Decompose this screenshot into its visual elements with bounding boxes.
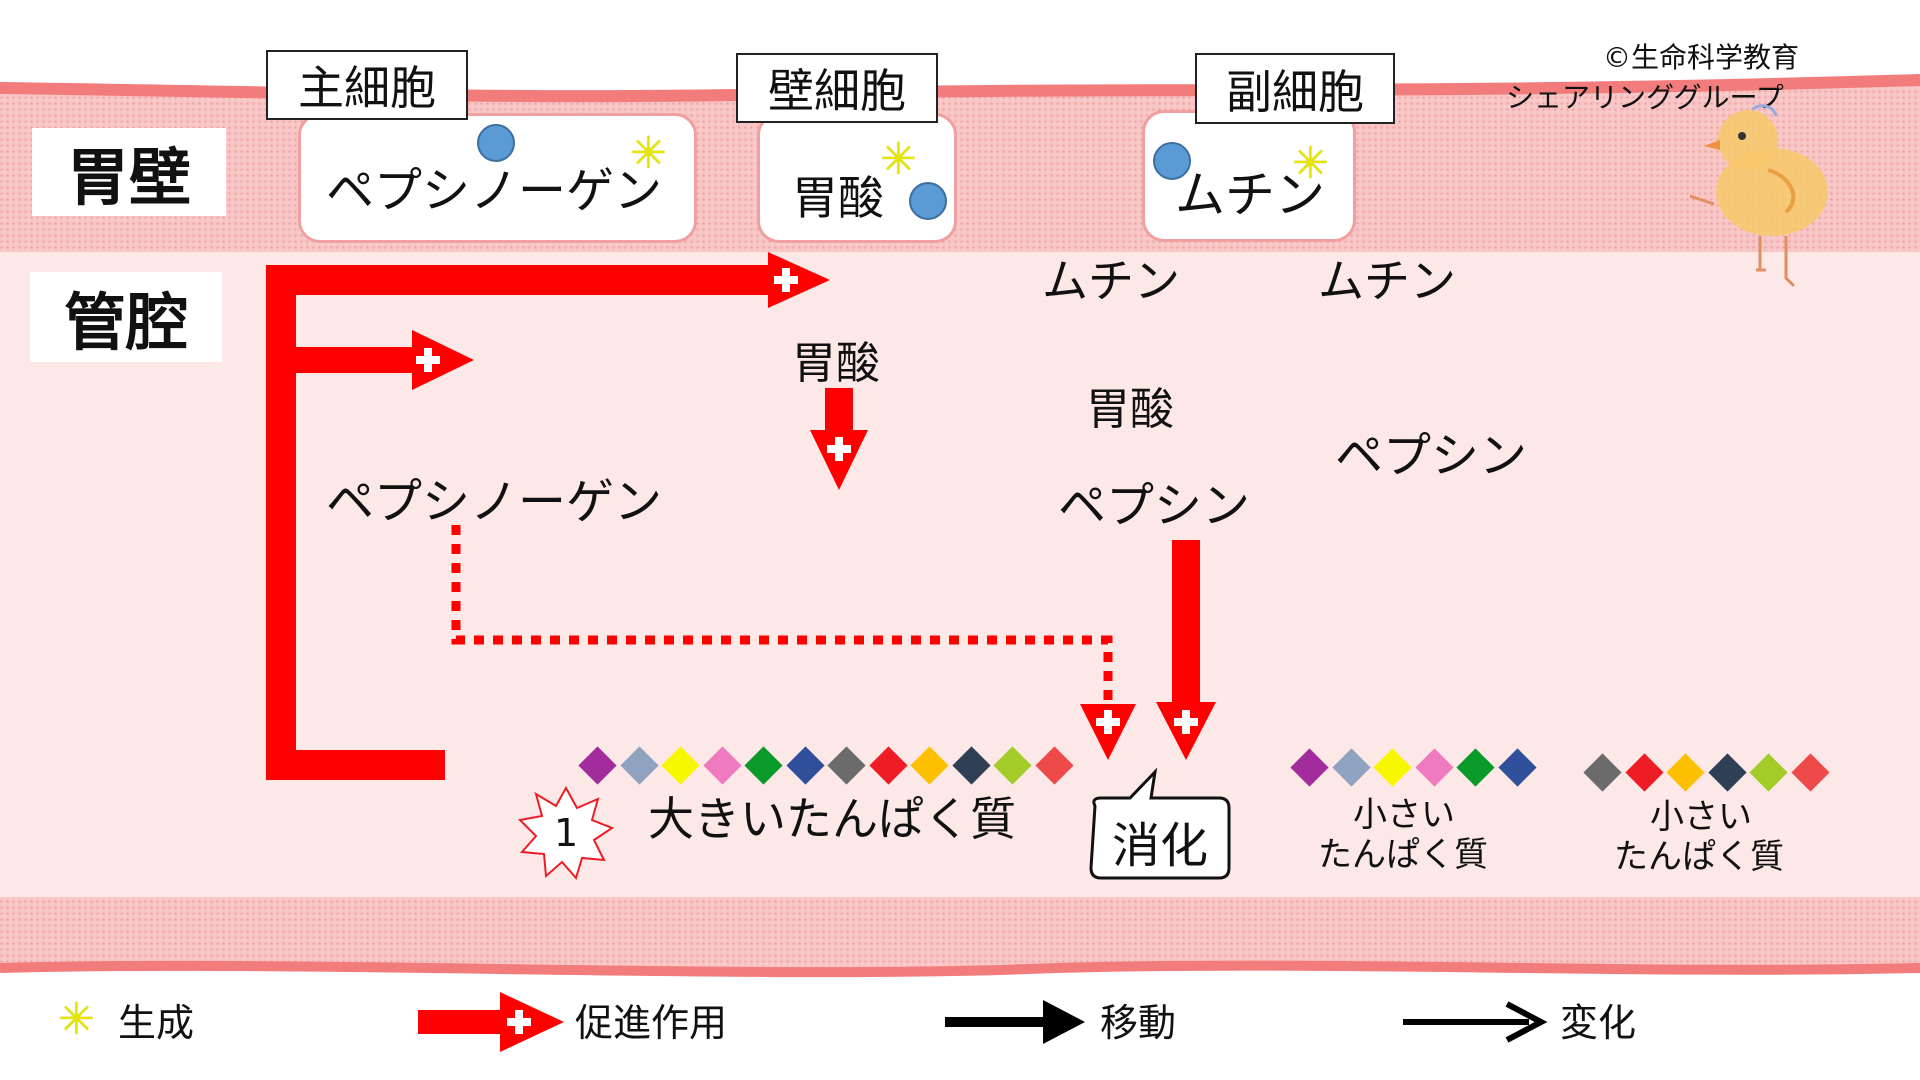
small-protein-label: 小さい bbox=[1650, 797, 1752, 837]
lumen-acid-label: 胃酸 bbox=[1086, 384, 1174, 435]
big-protein-label: 大きいたんぱく質 bbox=[648, 792, 1016, 846]
small-protein-label: たんぱく質 bbox=[1318, 835, 1488, 875]
parietal-cell-title: 壁細胞 bbox=[736, 53, 938, 123]
small-protein-label: たんぱく質 bbox=[1614, 837, 1784, 877]
accessory-cell-title: 副細胞 bbox=[1195, 53, 1395, 124]
asterisk-generation-icon: ✳ bbox=[630, 128, 667, 179]
lumen-label: 管腔 bbox=[30, 272, 222, 362]
stomach-wall-label: 胃壁 bbox=[32, 128, 226, 216]
asterisk-generation-icon: ✳ bbox=[1292, 138, 1329, 189]
blue-dot-icon bbox=[477, 124, 515, 162]
small-protein-chain-2 bbox=[1583, 753, 1833, 793]
legend-change-label: 変化 bbox=[1560, 1001, 1637, 1045]
pepsin-label: ペプシン bbox=[1335, 428, 1528, 484]
lumen-mucin-label: ムチン bbox=[1042, 254, 1180, 308]
parietal-cell-product: 胃酸 bbox=[792, 171, 884, 225]
lumen-mucin-label: ムチン bbox=[1318, 254, 1456, 308]
amino-acid-diamond bbox=[661, 746, 700, 785]
credit-line-1: ©生命科学教育 bbox=[1603, 41, 1800, 74]
legend-asterisk-icon: ✳ bbox=[58, 994, 95, 1045]
amino-acid-diamond bbox=[744, 746, 783, 785]
amino-acid-diamond bbox=[1331, 748, 1371, 787]
amino-acid-diamond bbox=[951, 746, 991, 785]
amino-acid-diamond bbox=[868, 746, 908, 785]
lumen-acid-label: 胃酸 bbox=[792, 338, 880, 389]
promotion-arrow-branch bbox=[412, 330, 474, 390]
chief-cell-title: 主細胞 bbox=[266, 50, 468, 120]
amino-acid-diamond bbox=[910, 746, 949, 785]
digest-label: 消化 bbox=[1112, 818, 1209, 874]
amino-acid-diamond bbox=[993, 746, 1032, 785]
amino-acid-diamond bbox=[1290, 748, 1329, 787]
legend-promotion-arrow-icon bbox=[418, 992, 564, 1052]
legend-change-arrow-icon bbox=[1403, 1001, 1548, 1043]
promotion-arrow-to-acid bbox=[768, 252, 830, 308]
parietal-cell-box bbox=[757, 113, 957, 243]
blue-dot-icon bbox=[909, 182, 947, 220]
amino-acid-diamond bbox=[1624, 753, 1664, 792]
blue-dot-icon bbox=[1153, 142, 1191, 180]
big-protein-chain bbox=[578, 746, 1074, 786]
pepsin-label: ペプシン bbox=[1058, 478, 1251, 534]
promotion-arrow-dotted-end bbox=[1080, 704, 1136, 760]
legend-promotion-label: 促進作用 bbox=[575, 1001, 728, 1045]
amino-acid-diamond bbox=[578, 746, 617, 785]
amino-acid-diamond bbox=[1583, 753, 1622, 792]
legend-movement-arrow-icon bbox=[945, 1000, 1085, 1044]
step-number-badge bbox=[517, 785, 615, 881]
chief-cell-product: ペプシノーゲン bbox=[326, 163, 663, 219]
chick-mascot-icon bbox=[1690, 104, 1828, 288]
amino-acid-diamond bbox=[619, 746, 659, 785]
legend-generation-label: 生成 bbox=[118, 1001, 195, 1045]
amino-acid-diamond bbox=[827, 746, 866, 785]
accessory-cell-product: ムチン bbox=[1175, 166, 1325, 224]
credit-line-2: シェアリンググループ bbox=[1506, 81, 1784, 114]
amino-acid-diamond bbox=[1497, 748, 1537, 787]
amino-acid-diamond bbox=[1373, 748, 1412, 787]
legend-movement-label: 移動 bbox=[1100, 1001, 1177, 1045]
asterisk-generation-icon: ✳ bbox=[880, 134, 917, 185]
amino-acid-diamond bbox=[1666, 753, 1705, 792]
amino-acid-diamond bbox=[785, 746, 825, 785]
amino-acid-diamond bbox=[1749, 753, 1788, 792]
dotted-path-line bbox=[451, 525, 1113, 700]
amino-acid-diamond bbox=[1707, 753, 1747, 792]
small-protein-chain-1 bbox=[1290, 748, 1540, 788]
red-bracket-line bbox=[266, 265, 778, 780]
amino-acid-diamond bbox=[1414, 748, 1454, 787]
amino-acid-diamond bbox=[702, 746, 742, 785]
amino-acid-diamond bbox=[1456, 748, 1495, 787]
small-protein-label: 小さい bbox=[1353, 795, 1455, 835]
pepsinogen-label: ペプシノーゲン bbox=[326, 474, 663, 530]
promotion-arrow-pepsin-down bbox=[1156, 702, 1216, 760]
digest-speech-bubble bbox=[1089, 768, 1231, 880]
step-number-text: 1 bbox=[554, 811, 579, 855]
amino-acid-diamond bbox=[1790, 753, 1830, 792]
promotion-arrow-acid-down bbox=[810, 430, 868, 490]
